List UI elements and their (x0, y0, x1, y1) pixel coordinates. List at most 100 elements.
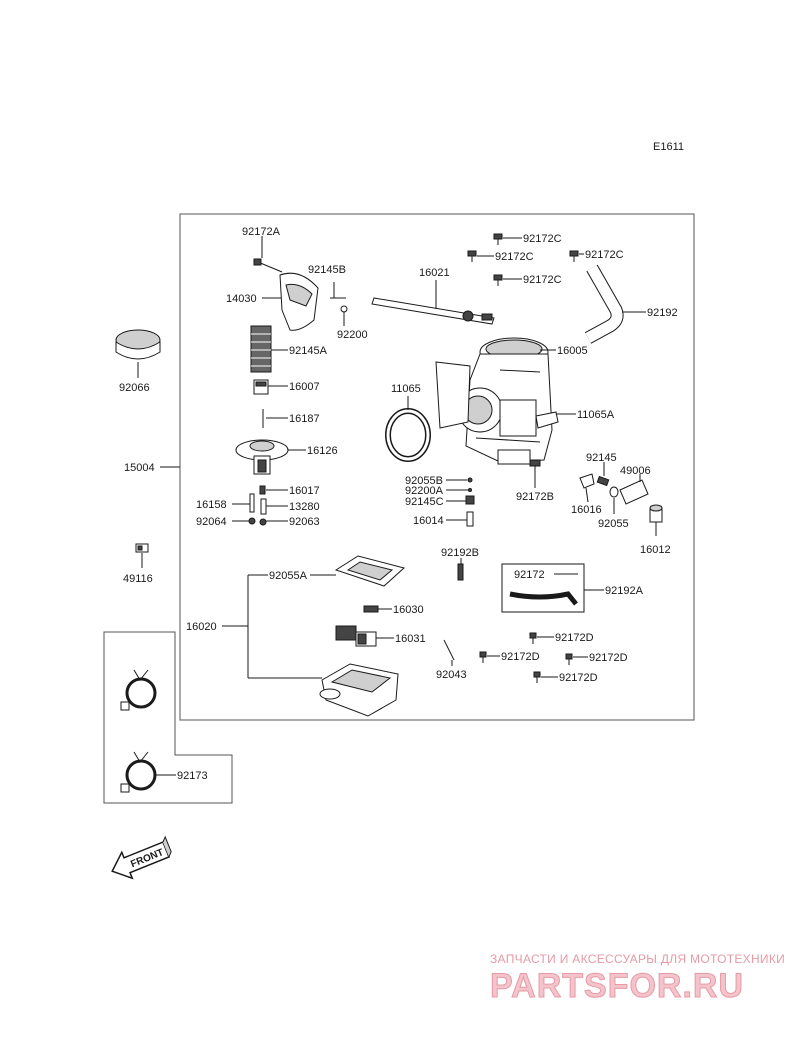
label-92055A: 92055A (269, 570, 308, 582)
label-16158: 16158 (196, 499, 227, 511)
label-16005: 16005 (557, 345, 588, 357)
rod-16021 (371, 297, 495, 325)
label-92043: 92043 (436, 669, 467, 681)
label-16007: 16007 (289, 381, 320, 393)
label-92145: 92145 (586, 452, 617, 464)
screw-92172D-2 (479, 651, 487, 663)
label-49006: 49006 (620, 465, 651, 477)
label-16020: 16020 (186, 621, 217, 633)
cap-16012 (649, 504, 663, 523)
screw-92172D-1 (529, 632, 537, 644)
o-ring-92063 (259, 518, 267, 526)
label-92145A: 92145A (289, 345, 328, 357)
jet-13280 (260, 498, 267, 515)
label-16012: 16012 (640, 544, 671, 556)
diagram-code: E1611 (653, 141, 684, 153)
label-16017: 16017 (289, 485, 320, 497)
label-92172D-3: 92172D (589, 652, 628, 664)
bolt-92172C-3 (569, 250, 579, 262)
jet-16017 (259, 485, 266, 495)
label-15004: 15004 (124, 462, 155, 474)
label-92172D-1: 92172D (555, 632, 594, 644)
watermark-tagline: ЗАПЧАСТИ И АКСЕССУАРЫ ДЛЯ МОТОТЕХНИКИ (490, 952, 785, 966)
top-cover-14030 (279, 272, 319, 331)
label-16187: 16187 (289, 413, 320, 425)
label-92200: 92200 (337, 329, 368, 341)
screw-92172D-4 (533, 671, 541, 683)
label-16126: 16126 (307, 445, 338, 457)
label-16031: 16031 (395, 633, 426, 645)
o-ring-92055 (609, 486, 619, 498)
spring-92145A (250, 325, 272, 373)
spring-92145 (596, 475, 610, 487)
label-11065: 11065 (391, 383, 421, 395)
tube-92192B (457, 563, 464, 581)
spring-92145B (330, 282, 346, 299)
screw-92172A (253, 258, 283, 273)
label-92172A: 92172A (242, 226, 281, 238)
label-92066: 92066 (119, 382, 150, 394)
hose-92192A (509, 591, 578, 606)
label-92192: 92192 (647, 307, 678, 319)
label-92192B: 92192B (441, 547, 479, 559)
label-16030: 16030 (393, 604, 424, 616)
label-92172C-2: 92172C (495, 251, 534, 263)
label-92192A: 92192A (605, 585, 644, 597)
watermark-brand: PARTSFOR.RU (490, 967, 744, 1005)
label-92172C-3: 92172C (585, 249, 624, 261)
label-92055: 92055 (598, 518, 629, 530)
float-bowl (319, 663, 399, 717)
gasket-11065 (385, 408, 431, 462)
label-92173: 92173 (177, 770, 208, 782)
o-ring-92055B (467, 477, 473, 483)
label-49116: 49116 (123, 573, 153, 585)
hose-inset-frame (501, 563, 585, 613)
fitting-49006 (619, 479, 649, 505)
spring-92145C (465, 495, 475, 505)
washer-92200 (340, 305, 348, 313)
label-92200A: 92200A (405, 485, 444, 497)
o-ring-92064 (248, 517, 256, 525)
label-14030: 14030 (226, 293, 257, 305)
holder-16007 (253, 379, 269, 395)
label-92172D-4: 92172D (559, 672, 598, 684)
clamp-92173-a (120, 669, 157, 711)
screw-92172D-3 (565, 653, 573, 665)
inset-frame (103, 631, 233, 804)
bolt-92172C-1 (493, 233, 503, 245)
pin-92043 (443, 639, 455, 661)
label-92145B: 92145B (308, 264, 346, 276)
clamp-92173-b (120, 751, 157, 793)
jet-16158 (249, 493, 255, 513)
label-92055B: 92055B (405, 475, 443, 487)
screw-92172B (529, 459, 541, 474)
float-16031 (335, 625, 377, 647)
bolt-92172C-4 (493, 274, 503, 286)
bracket-16020 (247, 574, 322, 679)
label-92172B: 92172B (516, 491, 554, 503)
bolt-92172C-2 (467, 250, 477, 262)
washer-92200A (468, 488, 472, 492)
gasket-92055A (334, 555, 406, 587)
label-92172C-4: 92172C (523, 274, 562, 286)
pin-16030 (363, 605, 392, 613)
label-16014: 16014 (413, 515, 444, 527)
label-11065A: 11065A (577, 409, 615, 421)
cap-92066 (115, 329, 161, 360)
label-92172C-1: 92172C (523, 233, 562, 245)
label-16016: 16016 (571, 504, 602, 516)
label-92064: 92064 (196, 516, 227, 528)
front-arrow-icon: FRONT (111, 835, 172, 880)
label-92145C: 92145C (405, 496, 444, 508)
label-13280: 13280 (289, 501, 320, 513)
label-92063: 92063 (289, 516, 320, 528)
label-16021: 16021 (419, 267, 450, 279)
screw-16014 (466, 511, 474, 527)
label-92172D-2: 92172D (501, 651, 540, 663)
carburetor-body-16005 (435, 337, 559, 465)
label-92172: 92172 (514, 569, 545, 581)
valve-16016 (579, 473, 595, 503)
valve-49116 (135, 543, 149, 553)
hose-92192 (584, 264, 624, 344)
